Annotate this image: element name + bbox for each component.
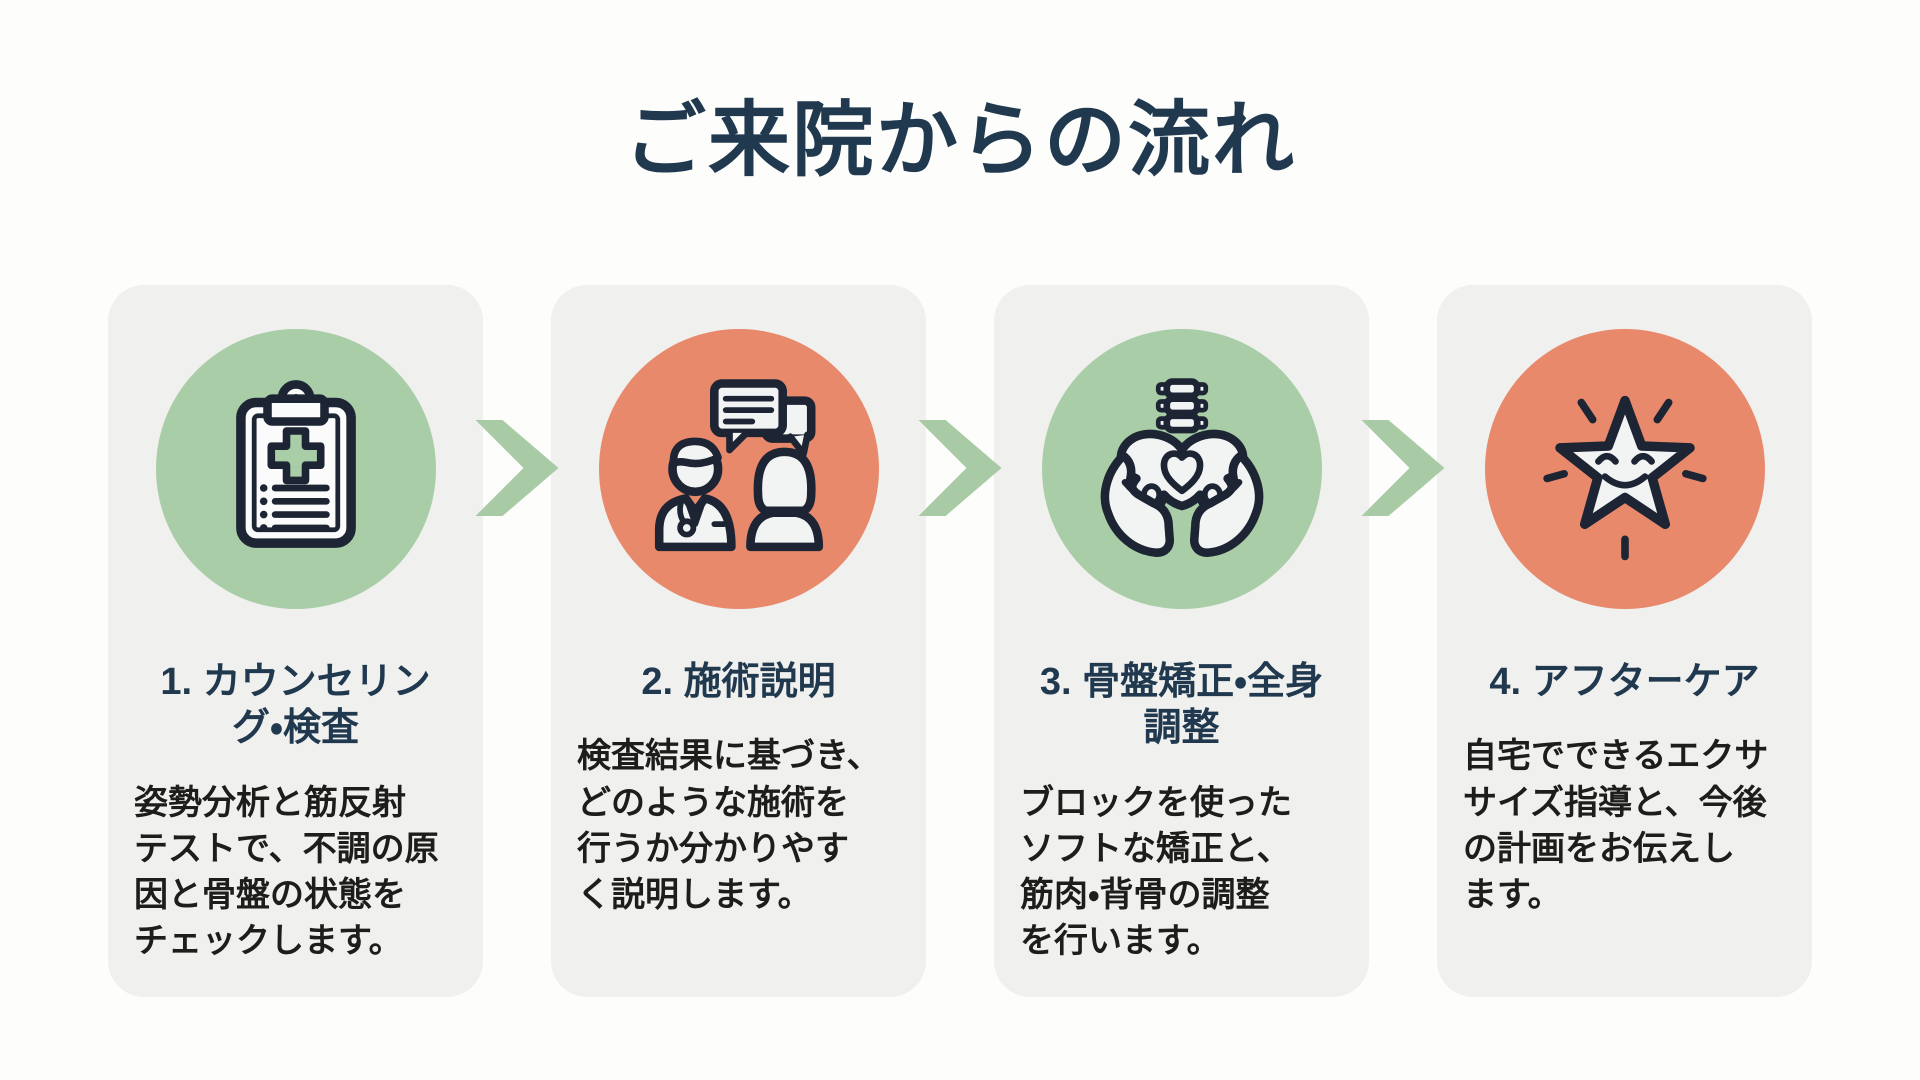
step-4-title: 4. アフターケア xyxy=(1489,661,1760,703)
step-4-icon-circle xyxy=(1484,329,1765,609)
step-card-1: 1. カウンセリング・検査 姿勢分析と筋反射 テストで、不調の原 因と骨盤の状態… xyxy=(108,285,483,997)
doctor-patient-consultation-icon xyxy=(654,379,823,552)
step-3-title: 3. 骨盤矯正・全身調整 xyxy=(1039,661,1324,750)
step-1-description: 姿勢分析と筋反射 テストで、不調の原 因と骨盤の状態を チェックします。 xyxy=(134,783,439,961)
step-card-2: 2. 施術説明 検査結果に基づき、 どのような施術を 行うか分かりやす く説明し… xyxy=(551,285,926,997)
step-card-4: 4. アフターケア 自宅でできるエクサ サイズ指導と、今後 の計画をお伝えし ま… xyxy=(1437,285,1812,997)
step-1-title: 1. カウンセリング・検査 xyxy=(160,661,431,750)
step-2-icon-circle xyxy=(598,329,879,609)
smiling-star-icon xyxy=(1542,395,1707,561)
step-4-description: 自宅でできるエクサ サイズ指導と、今後 の計画をお伝えし ます。 xyxy=(1463,737,1769,915)
step-2-description: 検査結果に基づき、 どのような施術を 行うか分かりやす く説明します。 xyxy=(577,737,881,915)
step-3-description: ブロックを使った ソフトな矯正と、 筋肉・背骨の調整 を行います。 xyxy=(1020,783,1292,961)
next-step-arrow-icon xyxy=(918,420,1002,516)
page-title: ご来院からの流れ xyxy=(623,95,1296,186)
hands-holding-pelvis-icon xyxy=(1100,378,1263,557)
steps-row: 1. カウンセリング・検査 姿勢分析と筋反射 テストで、不調の原 因と骨盤の状態… xyxy=(0,285,1920,997)
step-card-3: 3. 骨盤矯正・全身調整 ブロックを使った ソフトな矯正と、 筋肉・背骨の調整 … xyxy=(994,285,1369,997)
step-3-icon-circle xyxy=(1041,329,1322,609)
next-step-arrow-icon xyxy=(475,420,559,516)
step-1-icon-circle xyxy=(155,329,436,609)
step-2-title: 2. 施術説明 xyxy=(641,661,836,703)
next-step-arrow-icon xyxy=(1361,420,1445,516)
clipboard-medical-icon xyxy=(235,380,356,548)
